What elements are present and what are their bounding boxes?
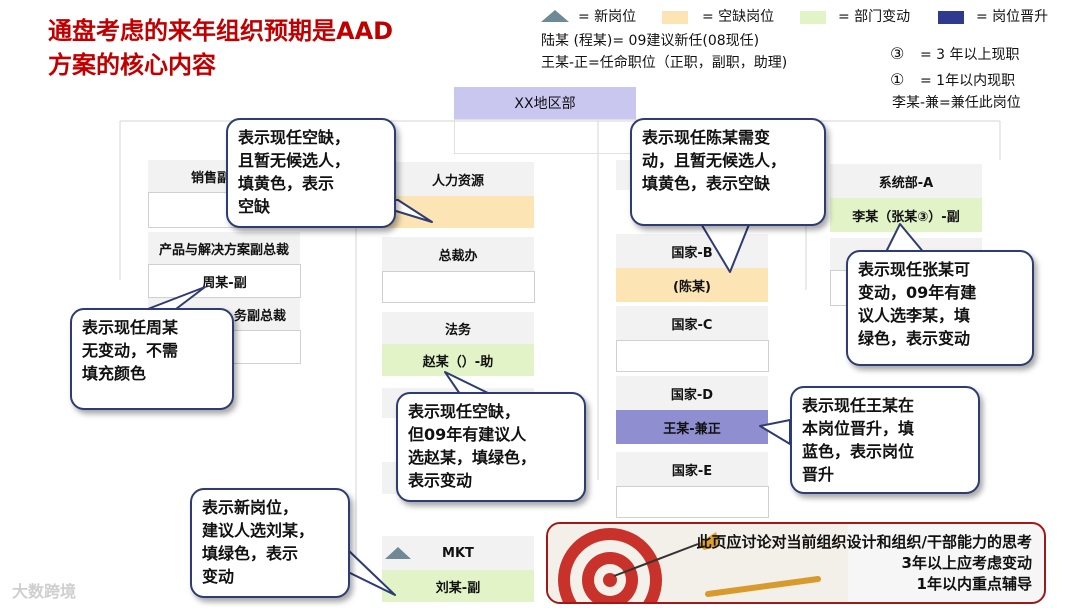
- country-b-person: (陈某): [616, 268, 768, 302]
- new-position-triangle-icon: [541, 10, 569, 22]
- hr-header: 人力资源: [382, 162, 534, 196]
- country-e-body: [616, 486, 769, 518]
- callout-text-line: 填绿色，表示: [202, 544, 299, 563]
- discussion-note-box: 此页应讨论对当前组织设计和组织/干部能力的思考 3年以上应考虑变动 1年以内重点…: [546, 522, 1046, 604]
- callout-text-line: 变动，09年有建: [858, 283, 977, 302]
- legend-lu-note: 陆某 (程某)= 09建议新任(08现任): [541, 33, 760, 49]
- callout-text-line: 建议人选刘某，: [202, 521, 315, 540]
- circled-1-glyph: ①: [890, 70, 905, 89]
- mkt-label: MKT: [442, 545, 474, 561]
- product-vp-header: 产品与解决方案副总裁: [148, 232, 300, 264]
- legend-wang-note: 王某-正=任命职位（正职，副职，助理): [541, 55, 788, 71]
- circled-3-glyph: ③: [890, 44, 905, 63]
- callout-text-line: 议人选李某，填: [858, 306, 971, 325]
- callout-text-line: 无变动，不需: [82, 341, 179, 360]
- callout-zhao: 表示现任空缺， 但09年有建议人 选赵某，填绿色， 表示变动: [396, 392, 586, 502]
- legend-promotion: = 岗位晋升: [976, 9, 1049, 25]
- watermark-logo: 大数跨境: [12, 578, 76, 602]
- callout-text-line: 填黄色，表示: [238, 174, 335, 193]
- product-vp-person: 周某-副: [148, 264, 301, 298]
- legend-li-note: 李某-兼=兼任此岗位: [892, 95, 1021, 111]
- legend-1-year: = 1年以内现职: [920, 73, 1016, 89]
- country-c-header: 国家-C: [616, 306, 768, 340]
- callout-text-line: 表示现任张某可: [858, 260, 971, 279]
- callout-text-line: 绿色，表示变动: [858, 329, 971, 348]
- callout-text-line: 但09年有建议人: [408, 425, 527, 444]
- watermark-text: 大数跨境: [12, 582, 77, 601]
- callout-text-line: 且暂无候选人，: [238, 151, 351, 170]
- callout-zhou: 表示现任周某 无变动，不需 填充颜色: [70, 308, 234, 410]
- callout-text-line: 填充颜色: [82, 364, 147, 383]
- ceo-office-header: 总裁办: [382, 237, 534, 271]
- discussion-line-2: 3年以上应考虑变动: [901, 554, 1032, 572]
- country-d-person: 王某-兼正: [616, 410, 768, 444]
- legend-change-swatch: [800, 11, 826, 24]
- ceo-office-body: [382, 271, 535, 303]
- callout-text-line: 动，且暂无候选人，: [642, 151, 787, 170]
- legal-person: 赵某（）-助: [382, 344, 534, 376]
- legend-new-position: = 新岗位: [578, 9, 637, 25]
- callout-text-line: 填黄色，表示空缺: [642, 174, 771, 193]
- title-line-1: 通盘考虑的来年组织预期是AAD: [48, 17, 394, 45]
- page-title: 通盘考虑的来年组织预期是AAD 方案的核心内容: [48, 14, 518, 82]
- discussion-note-text: 此页应讨论对当前组织设计和组织/干部能力的思考 3年以上应考虑变动 1年以内重点…: [697, 532, 1032, 595]
- callout-text-line: 表示变动: [408, 471, 473, 490]
- country-e-header: 国家-E: [616, 452, 768, 486]
- legal-header: 法务: [382, 312, 534, 344]
- mkt-header: MKT: [382, 536, 534, 570]
- callout-zhang: 表示现任张某可 变动，09年有建 议人选李某，填 绿色，表示变动: [846, 250, 1034, 366]
- callout-text-line: 表示现任空缺，: [238, 128, 351, 147]
- callout-text-line: 表示现任陈某需变: [642, 128, 771, 147]
- legend-vacant-swatch: [662, 11, 688, 24]
- country-d-header: 国家-D: [616, 376, 768, 410]
- dartboard-image: [548, 524, 848, 602]
- legend-promotion-swatch: [938, 11, 964, 24]
- callout-text-line: 蓝色，表示岗位: [802, 442, 915, 461]
- callout-chen: 表示现任陈某需变 动，且暂无候选人， 填黄色，表示空缺: [630, 118, 826, 226]
- discussion-line-1: 此页应讨论对当前组织设计和组织/干部能力的思考: [696, 533, 1032, 551]
- callout-text-line: 表示现任王某在: [802, 396, 915, 415]
- callout-text-line: 表示现任周某: [82, 318, 179, 337]
- callout-hr-vacant: 表示现任空缺， 且暂无候选人， 填黄色，表示 空缺: [226, 118, 396, 228]
- discussion-line-3: 1年以内重点辅导: [916, 575, 1032, 593]
- mkt-person: 刘某-副: [382, 570, 534, 602]
- org-root-node: XX地区部: [454, 87, 636, 119]
- legend-dept-change: = 部门变动: [838, 9, 911, 25]
- callout-text-line: 表示新岗位，: [202, 498, 299, 517]
- legend-3-years: = 3 年以上现职: [920, 47, 1020, 63]
- system-dept-person: 李某（张某③）-副: [830, 198, 982, 232]
- mkt-new-position-icon: [385, 547, 411, 559]
- callout-text-line: 空缺: [238, 197, 271, 216]
- callout-liu: 表示新岗位， 建议人选刘某， 填绿色，表示 变动: [190, 488, 350, 598]
- system-dept-header: 系统部-A: [830, 164, 982, 198]
- callout-text-line: 变动: [202, 567, 235, 586]
- callout-wang: 表示现任王某在 本岗位晋升，填 蓝色，表示岗位 晋升: [790, 386, 980, 494]
- callout-text-line: 选赵某，填绿色，: [408, 448, 537, 467]
- legend-vacant: = 空缺岗位: [702, 9, 775, 25]
- callout-text-line: 表示现任空缺，: [408, 402, 521, 421]
- country-c-body: [616, 340, 769, 372]
- callout-text-line: 本岗位晋升，填: [802, 419, 915, 438]
- callout-text-line: 晋升: [802, 465, 835, 484]
- title-line-2: 方案的核心内容: [48, 51, 216, 79]
